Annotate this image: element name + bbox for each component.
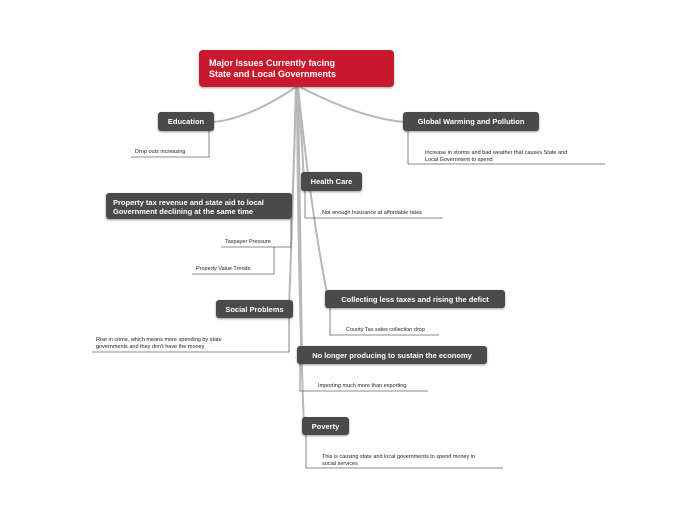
subtopic-drop-outs[interactable]: Drop outs increasing	[135, 149, 185, 156]
subline-property-tax-2	[192, 247, 275, 275]
topic-social-problems[interactable]: Social Problems	[216, 300, 293, 318]
subtopic-importing[interactable]: Importing much more than exporting	[318, 383, 406, 390]
topic-social-problems-label: Social Problems	[225, 304, 284, 314]
central-topic-line1: Major Issues Currently facing	[209, 58, 336, 68]
central-topic[interactable]: Major Issues Currently facing State and …	[199, 50, 394, 87]
subtopic-social-services-line1: This is causing state and local governme…	[322, 454, 476, 460]
subtopic-social-services-line2: social services	[322, 461, 358, 467]
topic-property-tax-line1: Property tax revenue and state aid to lo…	[113, 198, 264, 207]
topic-education-label: Education	[167, 117, 205, 126]
subtopic-crime-line2: governments and they don't have the mone…	[96, 344, 205, 350]
subtopic-insurance[interactable]: Not enough Insurance at affordable rates	[322, 210, 422, 217]
topic-global-warming-label: Global Warming and Pollution	[417, 117, 525, 126]
central-topic-line2: State and Local Governments	[209, 69, 337, 79]
topic-health-care[interactable]: Health Care	[301, 172, 362, 191]
topic-health-care-label: Health Care	[310, 177, 353, 186]
subtopic-crime[interactable]: Rise in crime, which means more spending…	[96, 337, 222, 351]
topic-collecting-taxes-label: Collecting less taxes and rising the def…	[341, 294, 489, 304]
connector-collecting-taxes	[297, 86, 329, 299]
subline-economy	[299, 364, 428, 392]
subtopic-drop-outs-label: Drop outs increasing	[135, 149, 186, 155]
connector-education	[213, 86, 297, 123]
subtopic-storms-line1: Increase in storms and bad weather that …	[425, 150, 568, 156]
topic-poverty-label: Poverty	[311, 421, 340, 431]
topic-economy-label: No longer producing to sustain the econo…	[312, 350, 472, 360]
subtopic-property-value[interactable]: Property Value Trends	[196, 266, 250, 273]
subline-property-tax-1	[221, 219, 292, 248]
connector-social-problems	[288, 86, 297, 309]
subtopic-social-services[interactable]: This is causing state and local governme…	[322, 454, 475, 468]
subline-poverty	[305, 435, 503, 469]
subtopic-insurance-label: Not enough Insurance at affordable rates	[322, 210, 422, 216]
subtopic-storms-line2: Local Government to spend	[425, 157, 493, 163]
subtopic-county-tax[interactable]: County Tax sales collection drop	[346, 327, 425, 334]
topic-property-tax[interactable]: Property tax revenue and state aid to lo…	[106, 193, 292, 219]
subtopic-county-tax-label: County Tax sales collection drop	[346, 327, 425, 333]
topic-poverty[interactable]: Poverty	[302, 417, 349, 435]
subtopic-storms[interactable]: Increase in storms and bad weather that …	[425, 150, 567, 164]
connector-global-warming	[299, 86, 405, 123]
subline-health-care	[304, 191, 443, 219]
topic-education[interactable]: Education	[158, 112, 214, 131]
topic-collecting-taxes[interactable]: Collecting less taxes and rising the def…	[325, 290, 505, 308]
subline-collecting-taxes	[329, 308, 439, 336]
subline-social-problems	[92, 318, 290, 353]
topic-economy[interactable]: No longer producing to sustain the econo…	[297, 346, 487, 364]
subline-education	[131, 131, 210, 158]
topic-property-tax-line2: Government declining at the same time	[113, 207, 254, 216]
connector-poverty	[296, 86, 305, 427]
subtopic-taxpayer-pressure[interactable]: Taxpayer Pressure	[225, 239, 271, 246]
topic-global-warming[interactable]: Global Warming and Pollution	[403, 112, 539, 131]
subtopic-property-value-label: Property Value Trends	[196, 266, 251, 272]
subtopic-taxpayer-pressure-label: Taxpayer Pressure	[225, 239, 271, 245]
subtopic-importing-label: Importing much more than exporting	[318, 383, 407, 389]
subtopic-crime-line1: Rise in crime, which means more spending…	[96, 337, 222, 343]
subline-global-warming	[407, 131, 605, 165]
